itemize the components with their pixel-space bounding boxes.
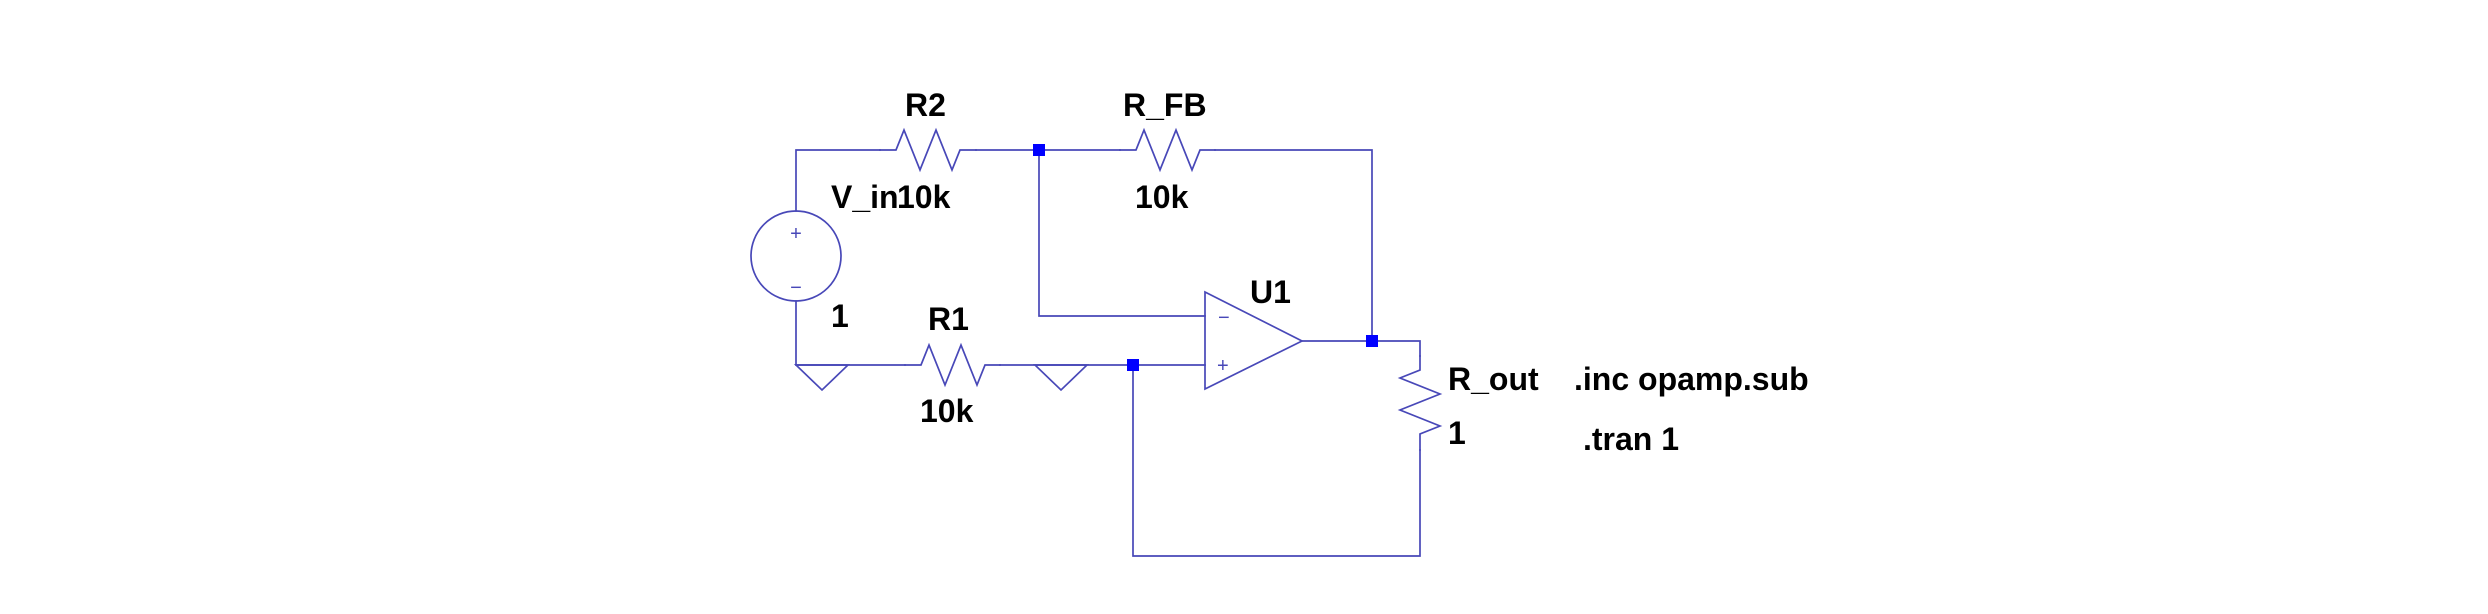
voltage-source-vin: + − — [750, 210, 842, 302]
label-rfb-name: R_FB — [1123, 87, 1207, 123]
resistor-r2-symbol — [879, 127, 977, 173]
wire-node-a-to-inv-input — [1038, 149, 1206, 317]
wire-opamp-output — [1301, 340, 1421, 357]
opamp-noninverting-pin: + — [1217, 355, 1229, 377]
junction-node-a — [1033, 144, 1045, 156]
spice-directive-tran: .tran 1 — [1583, 421, 1679, 457]
junction-node-b — [1127, 359, 1139, 371]
opamp-triangle — [1204, 290, 1304, 391]
ground-symbol-mid — [1032, 364, 1090, 392]
label-u1-name: U1 — [1250, 274, 1291, 310]
label-r2-value: 10k — [897, 179, 951, 215]
junction-output — [1366, 335, 1378, 347]
resistor-r1-symbol — [904, 342, 1001, 388]
resistor-rfb-symbol — [1119, 127, 1216, 173]
label-vin-value: 1 — [831, 298, 849, 334]
voltage-source-circle — [750, 210, 842, 302]
source-plus-sign: + — [790, 223, 802, 245]
label-r1-name: R1 — [928, 301, 969, 337]
label-r1-value: 10k — [920, 393, 974, 429]
ground-symbol-left — [793, 364, 851, 392]
label-rfb-value: 10k — [1135, 179, 1189, 215]
label-rout-name: R_out — [1448, 361, 1539, 397]
wire-node-b-loop — [1132, 364, 1421, 557]
wire-vin-to-r1 — [795, 300, 906, 366]
label-r2-name: R2 — [905, 87, 946, 123]
resistor-rout-symbol — [1397, 355, 1443, 451]
wire-vin-to-r2 — [795, 149, 881, 212]
wire-rfb-to-output — [1214, 149, 1373, 342]
spice-directive-include: .inc opamp.sub — [1574, 361, 1809, 397]
source-minus-sign: − — [790, 277, 802, 299]
opamp-u1: − + — [1204, 290, 1304, 391]
label-vin-name: V_in — [831, 179, 899, 215]
label-rout-value: 1 — [1448, 415, 1466, 451]
opamp-inverting-pin: − — [1218, 307, 1230, 329]
